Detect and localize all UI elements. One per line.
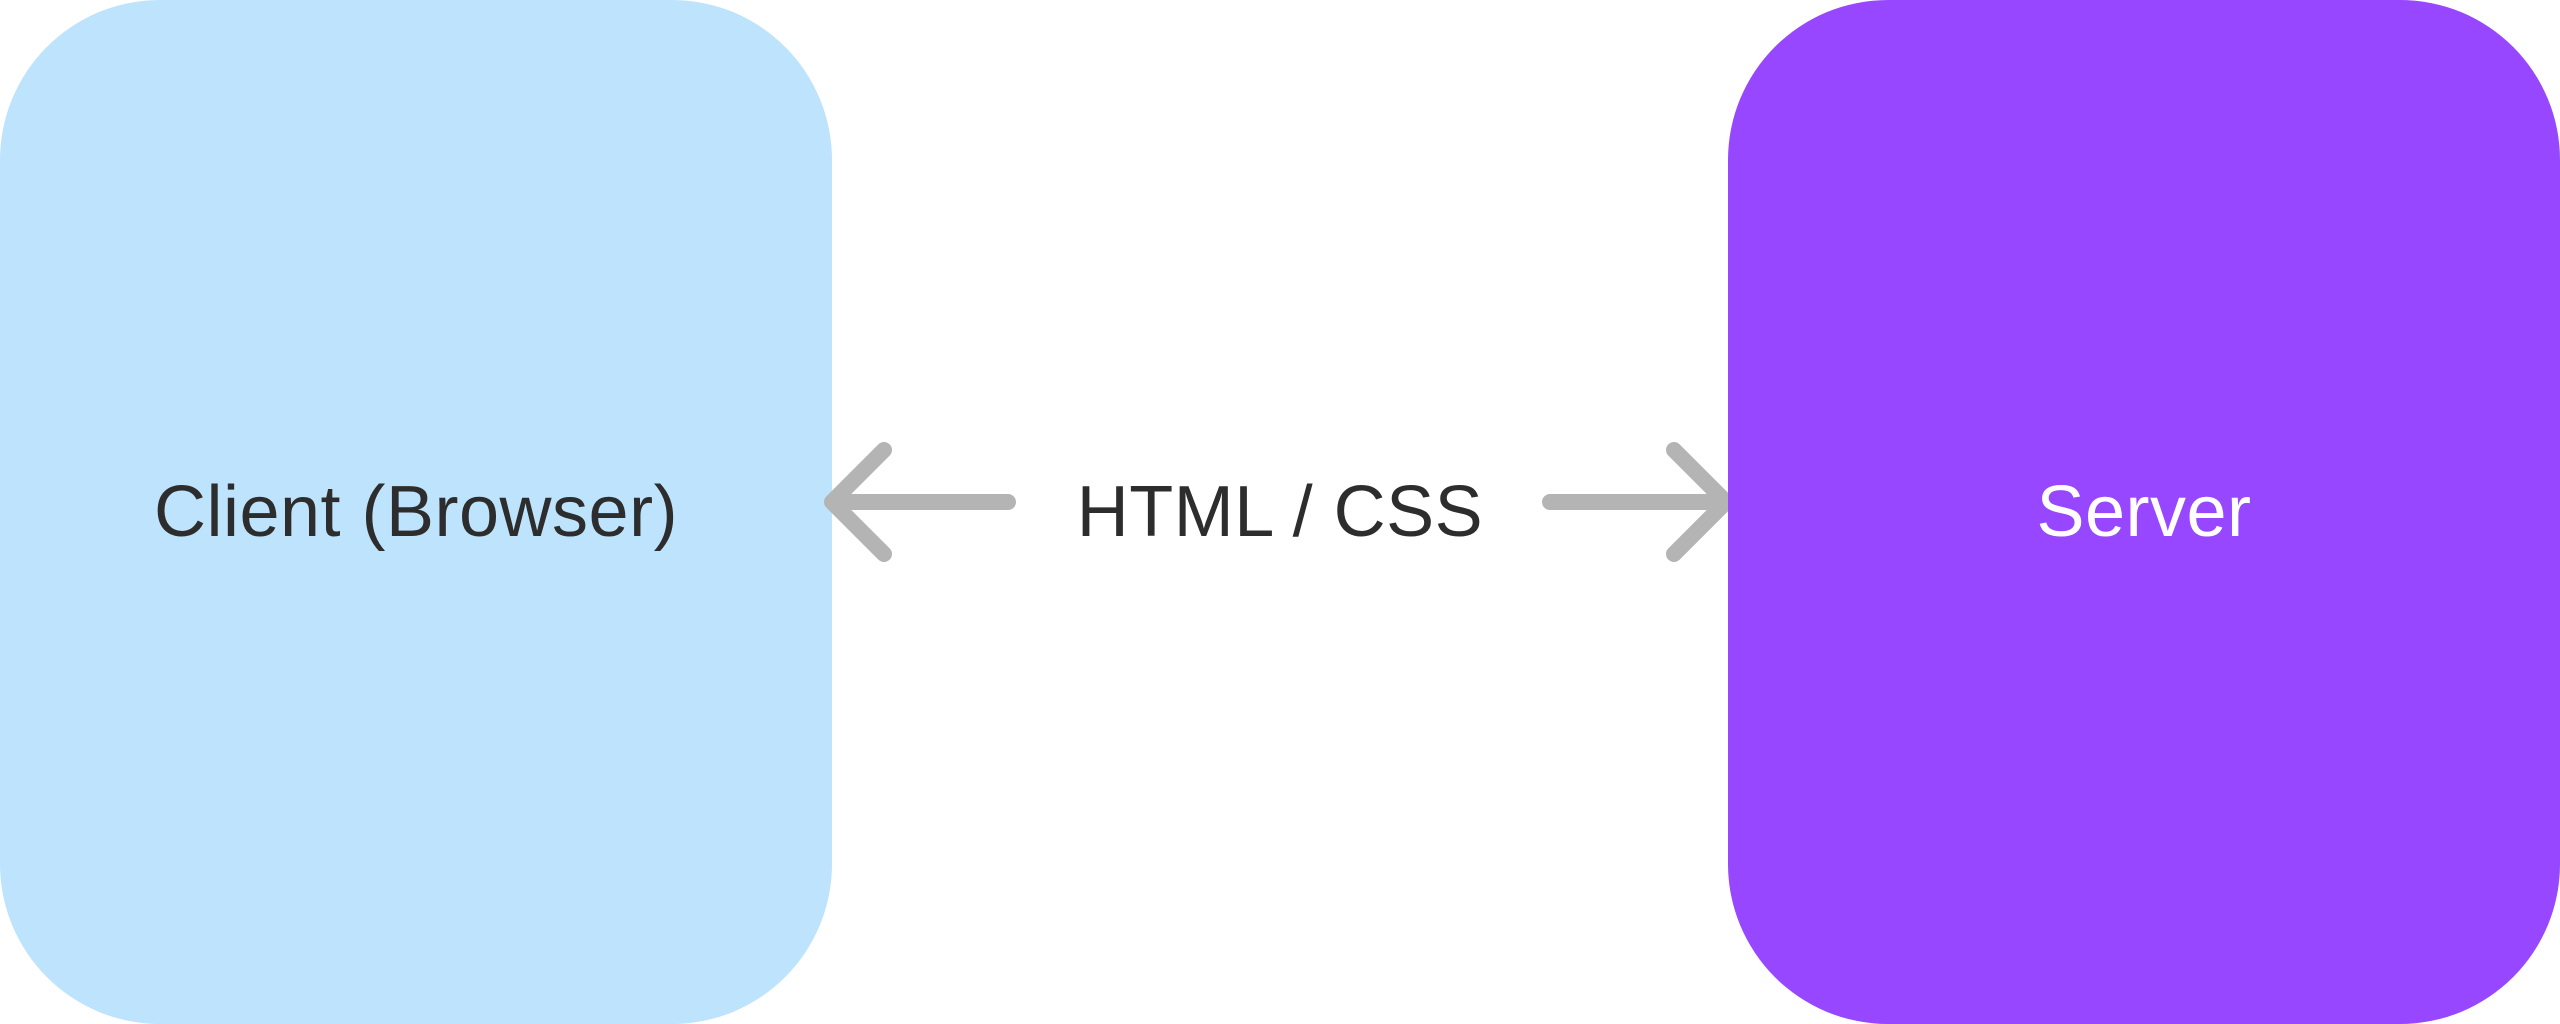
arrow-left-icon — [824, 442, 1016, 562]
arrow-right-icon — [1542, 442, 1734, 562]
client-node: Client (Browser) — [0, 0, 832, 1024]
connector-label: HTML / CSS — [1076, 472, 1484, 552]
client-node-label: Client (Browser) — [153, 472, 679, 552]
server-node-label: Server — [2036, 472, 2252, 552]
server-node: Server — [1728, 0, 2560, 1024]
